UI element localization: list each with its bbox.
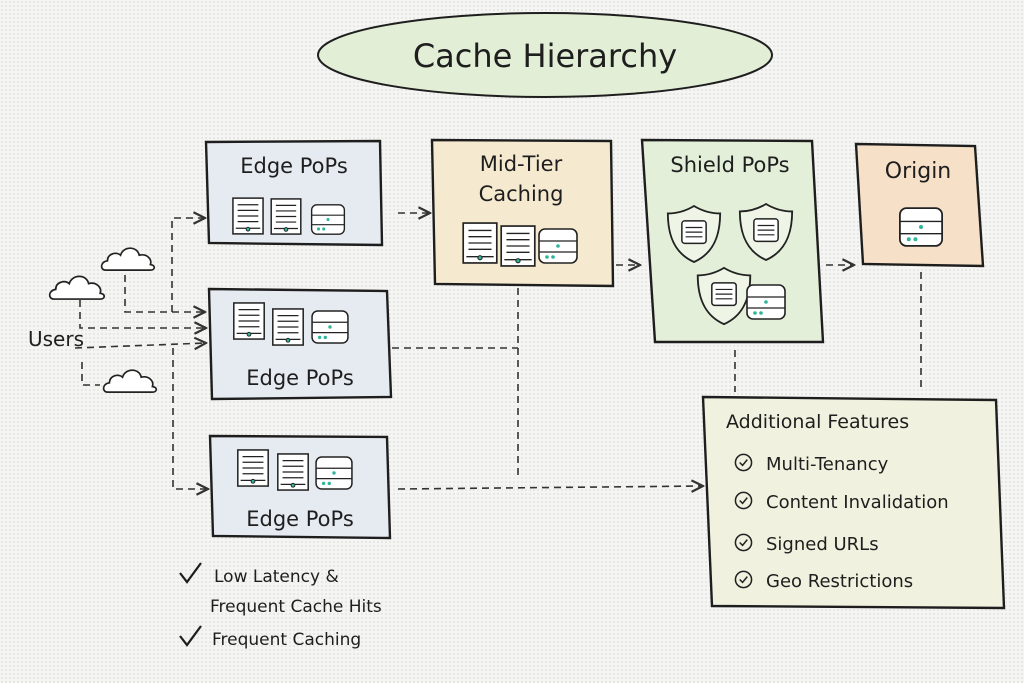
database-icon [315, 456, 353, 490]
node-label: Edge PoPs [246, 366, 354, 390]
benefit-item: Frequent Cache Hits [210, 597, 382, 617]
benefit-item: Low Latency & [214, 567, 339, 587]
line-users-to-cloud [81, 362, 100, 386]
edge-pops-node-2: Edge PoPs [207, 287, 393, 401]
node-label: Edge PoPs [246, 507, 354, 531]
arrow-cloud-to-edge2b [79, 300, 206, 328]
server-doc-icon [276, 453, 310, 491]
node-label: Mid-Tier [480, 152, 563, 176]
origin-node: Origin [854, 142, 985, 268]
database-icon [311, 310, 349, 344]
node-label: Origin [885, 159, 952, 184]
database-icon [538, 228, 578, 264]
database-icon [746, 284, 786, 320]
cloud-icon [48, 275, 106, 300]
checkmark-icon [179, 625, 202, 647]
users-label: Users [28, 327, 84, 351]
feature-item: Geo Restrictions [766, 571, 913, 592]
server-doc-icon [500, 225, 536, 267]
edge-pops-node-1: Edge PoPs [204, 139, 384, 247]
cloud-icon [102, 369, 158, 393]
features-title: Additional Features [726, 411, 909, 433]
benefits-list: Low Latency & Frequent Cache Hits Freque… [179, 562, 382, 650]
checkmark-icon [179, 562, 202, 584]
server-doc-icon [270, 198, 302, 235]
server-doc-icon [232, 197, 264, 235]
server-doc-icon [237, 449, 270, 487]
node-label: Caching [479, 182, 564, 206]
mid-tier-caching-node: Mid-Tier Caching [430, 138, 615, 288]
database-icon [898, 207, 944, 247]
feature-item: Signed URLs [766, 534, 879, 555]
connectors [74, 213, 922, 489]
arrow-cloud-to-edge2 [124, 275, 205, 312]
cloud-icon [100, 247, 156, 271]
database-icon [310, 204, 346, 235]
diagram-title: Cache Hierarchy [413, 37, 677, 75]
arrow-users-to-edge2 [74, 343, 206, 348]
feature-item: Multi-Tenancy [766, 454, 889, 475]
server-doc-icon [271, 308, 305, 346]
node-label: Shield PoPs [670, 153, 789, 177]
server-doc-icon [462, 222, 498, 264]
node-label: Edge PoPs [240, 154, 348, 178]
benefit-item: Frequent Caching [212, 630, 361, 650]
edge-pops-node-3: Edge PoPs [208, 434, 392, 540]
server-doc-icon [233, 302, 266, 340]
additional-features-panel: Additional Features Multi-Tenancy Conten… [701, 395, 1006, 610]
title-bubble: Cache Hierarchy [317, 12, 773, 98]
feature-item: Content Invalidation [766, 492, 949, 513]
shield-pops-node: Shield PoPs [640, 138, 825, 344]
arrow-users-to-edge3 [172, 348, 208, 489]
arrow-users-to-edge1 [171, 218, 205, 312]
arrow-edge3-to-features [397, 486, 703, 489]
